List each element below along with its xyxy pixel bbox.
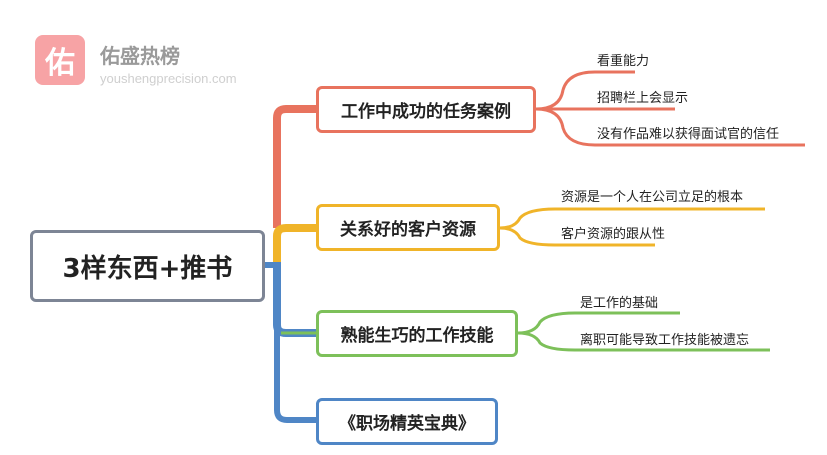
brand-url: youshengprecision.com <box>100 71 237 86</box>
leaf-node[interactable]: 是工作的基础 <box>580 296 659 311</box>
leaf-line <box>535 107 805 147</box>
leaf-line <box>517 311 680 335</box>
trunk-yellow <box>273 224 316 262</box>
leaf-line <box>535 70 635 111</box>
leaf-node[interactable]: 资源是一个人在公司立足的根本 <box>561 190 744 205</box>
leaf-node[interactable]: 招聘栏上会显示 <box>597 91 689 106</box>
logo-icon: 佑 <box>35 35 85 85</box>
leaf-line <box>517 331 770 352</box>
trunk-red <box>273 105 316 228</box>
branch-node-book[interactable]: 《职场精英宝典》 <box>316 398 498 445</box>
leaf-node[interactable]: 看重能力 <box>597 54 650 69</box>
leaf-node[interactable]: 没有作品难以获得面试官的信任 <box>597 127 780 142</box>
root-node[interactable]: 3样东西+推书 <box>30 230 265 302</box>
trunk-blue <box>274 262 316 423</box>
leaf-line <box>499 207 765 230</box>
leaf-node[interactable]: 客户资源的跟从性 <box>561 227 666 242</box>
leaf-line <box>499 226 655 247</box>
branch-node-client-resources[interactable]: 关系好的客户资源 <box>316 204 500 251</box>
brand-name: 佑盛热榜 <box>100 44 180 68</box>
leaf-node[interactable]: 离职可能导致工作技能被遗忘 <box>580 333 750 348</box>
trunk-green <box>273 262 316 337</box>
branch-node-work-skills[interactable]: 熟能生巧的工作技能 <box>316 310 518 357</box>
branch-node-task-cases[interactable]: 工作中成功的任务案例 <box>316 86 536 133</box>
